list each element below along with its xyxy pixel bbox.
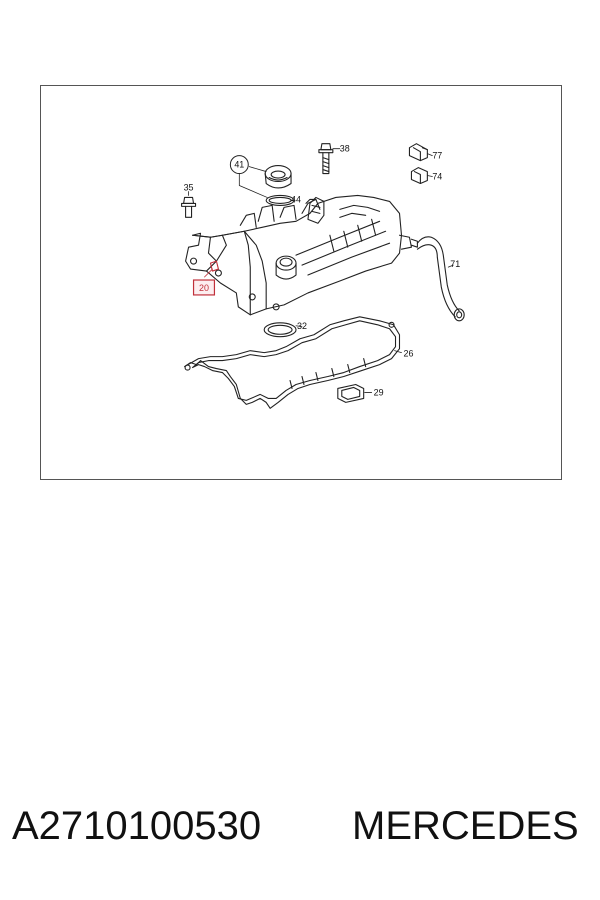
callout-26[interactable]: 26 [403,349,413,359]
callout-35[interactable]: 35 [184,182,194,192]
bolt-38-part [318,143,334,175]
seal-ring-32-part [263,322,297,338]
callout-labels: 41 44 38 77 74 35 71 20 32 26 29 [184,144,461,398]
filler-cap-seal-part [265,194,295,206]
product-caption: A2710100530 MERCEDES [0,800,600,870]
callout-71[interactable]: 71 [450,259,460,269]
brand-name: MERCEDES [352,804,579,848]
callout-20-highlighted[interactable]: 20 [192,279,216,296]
leader-lines [188,148,454,393]
oil-filler-cap-part [264,165,292,189]
callout-77[interactable]: 77 [432,151,442,161]
exploded-parts-diagram: 41 44 38 77 74 35 71 20 32 26 29 [181,143,465,409]
callout-44[interactable]: 44 [291,194,301,204]
cylinder-head-cover-part [185,194,418,316]
clip-77-part [408,143,428,162]
callout-20-text: 20 [199,283,209,293]
callout-32[interactable]: 32 [297,321,307,331]
part-number: A2710100530 [12,804,262,848]
small-gasket-29-part [337,383,365,403]
callout-41-text: 41 [234,160,244,170]
callout-29[interactable]: 29 [374,387,384,397]
callout-38[interactable]: 38 [340,144,350,154]
diagram-frame: 41 44 38 77 74 35 71 20 32 26 29 [40,85,562,480]
bolt-35-part [181,196,197,218]
gasket-26-part [184,316,401,409]
breather-hose-part [416,236,465,322]
clip-74-part [410,167,428,185]
callout-74[interactable]: 74 [432,172,442,182]
callout-41[interactable]: 41 [229,155,249,175]
